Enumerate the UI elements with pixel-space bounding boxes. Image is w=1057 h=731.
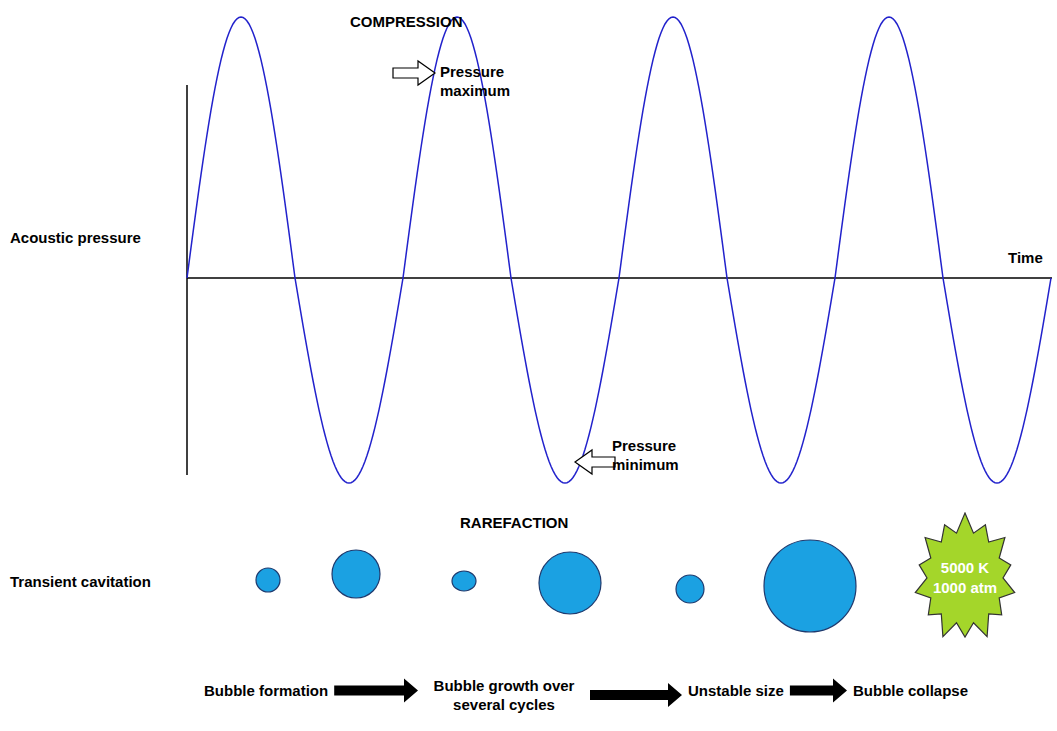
bubble bbox=[332, 550, 380, 598]
flow-arrow bbox=[590, 683, 682, 707]
bubble bbox=[676, 575, 704, 603]
bubble bbox=[452, 571, 476, 591]
stage-text: Bubble collapse bbox=[853, 681, 968, 700]
flow-arrow bbox=[790, 679, 847, 703]
title-label: COMPRESSION bbox=[350, 12, 463, 31]
stage-text: Bubble formation bbox=[204, 681, 328, 700]
stage-text: Unstable size bbox=[688, 681, 784, 700]
collapse-value: 1000 atm bbox=[933, 578, 997, 598]
stage-label: Bubble growth over several cycles bbox=[424, 676, 584, 714]
starburst-outline bbox=[915, 513, 1014, 637]
y-axis bbox=[186, 85, 188, 475]
bubble bbox=[539, 552, 601, 614]
axis-label: Time bbox=[1008, 248, 1043, 267]
collapse-starburst: 5000 K1000 atm bbox=[913, 512, 1017, 644]
callout-label: Pressure minimum bbox=[612, 436, 692, 474]
axis-label: Acoustic pressure bbox=[10, 228, 141, 247]
row-label: Transient cavitation bbox=[10, 572, 151, 591]
hollow-arrow bbox=[393, 61, 435, 85]
hollow-arrow bbox=[575, 450, 615, 474]
flow-arrow bbox=[334, 679, 418, 703]
starburst-shape bbox=[913, 512, 1017, 644]
collapse-value: 5000 K bbox=[941, 558, 989, 578]
stage-text: Bubble growth over several cycles bbox=[424, 676, 584, 714]
bubble bbox=[764, 540, 856, 632]
title-label: RAREFACTION bbox=[460, 513, 568, 532]
stage-label: Unstable size bbox=[688, 681, 784, 700]
pressure-wave bbox=[187, 17, 1051, 483]
callout-label: Pressure maximum bbox=[440, 62, 520, 100]
stage-label: Bubble formation bbox=[204, 681, 328, 700]
bubble bbox=[256, 568, 280, 592]
stage-label: Bubble collapse bbox=[853, 681, 968, 700]
